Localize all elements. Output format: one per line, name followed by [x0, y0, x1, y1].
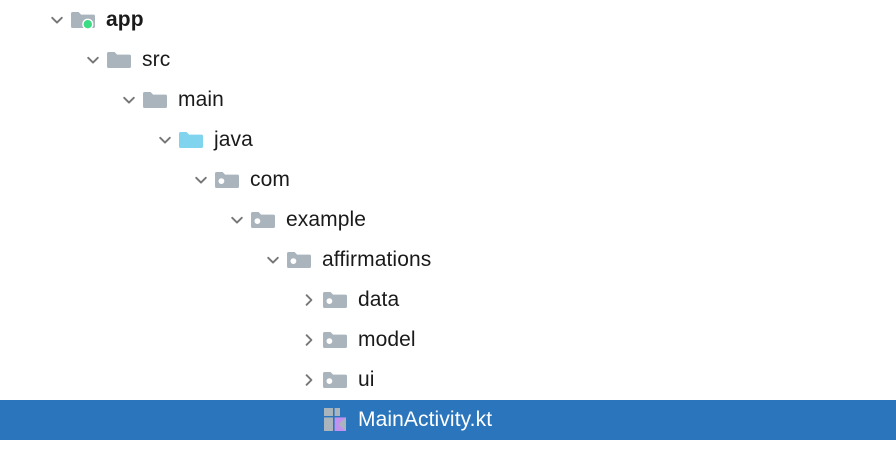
tree-row-label: data — [358, 288, 400, 311]
chevron-down-icon[interactable] — [80, 47, 106, 73]
package-folder-icon — [286, 247, 316, 273]
tree-indent-spacer — [0, 100, 116, 101]
tree-row-label: app — [106, 8, 144, 31]
tree-row-label: model — [358, 328, 416, 351]
tree-row-label: MainActivity.kt — [358, 408, 493, 431]
chevron-down-icon[interactable] — [260, 247, 286, 273]
tree-expander-placeholder — [296, 407, 322, 433]
tree-row-label: com — [250, 168, 290, 191]
chevron-down-icon[interactable] — [152, 127, 178, 153]
package-folder-icon — [322, 367, 352, 393]
package-folder-icon — [322, 327, 352, 353]
tree-row[interactable]: MainActivity.kt — [0, 400, 896, 440]
tree-indent-spacer — [0, 340, 296, 341]
tree-row[interactable]: src — [0, 40, 896, 80]
tree-indent-spacer — [0, 140, 152, 141]
tree-row[interactable]: com — [0, 160, 896, 200]
folder-icon — [142, 87, 172, 113]
chevron-down-icon[interactable] — [116, 87, 142, 113]
tree-row-label: main — [178, 88, 224, 111]
package-folder-icon — [214, 167, 244, 193]
package-folder-icon — [322, 287, 352, 313]
package-folder-icon — [250, 207, 280, 233]
tree-indent-spacer — [0, 180, 188, 181]
tree-row[interactable]: data — [0, 280, 896, 320]
chevron-down-icon[interactable] — [44, 7, 70, 33]
tree-indent-spacer — [0, 260, 260, 261]
tree-row[interactable]: ui — [0, 360, 896, 400]
tree-row[interactable]: model — [0, 320, 896, 360]
tree-row-label: ui — [358, 368, 375, 391]
tree-row[interactable]: example — [0, 200, 896, 240]
chevron-right-icon[interactable] — [296, 367, 322, 393]
kotlin-file-icon — [322, 407, 352, 433]
folder-icon — [106, 47, 136, 73]
tree-row[interactable]: app — [0, 0, 896, 40]
tree-indent-spacer — [0, 220, 224, 221]
tree-indent-spacer — [0, 60, 80, 61]
source-folder-icon — [178, 127, 208, 153]
tree-row-label: example — [286, 208, 367, 231]
tree-row[interactable]: java — [0, 120, 896, 160]
tree-indent-spacer — [0, 420, 296, 421]
tree-row-label: src — [142, 48, 171, 71]
tree-indent-spacer — [0, 380, 296, 381]
tree-row[interactable]: affirmations — [0, 240, 896, 280]
tree-indent-spacer — [0, 20, 44, 21]
chevron-down-icon[interactable] — [224, 207, 250, 233]
tree-row[interactable]: main — [0, 80, 896, 120]
tree-indent-spacer — [0, 300, 296, 301]
chevron-right-icon[interactable] — [296, 327, 322, 353]
chevron-right-icon[interactable] — [296, 287, 322, 313]
chevron-down-icon[interactable] — [188, 167, 214, 193]
tree-row-label: affirmations — [322, 248, 432, 271]
module-folder-icon — [70, 7, 100, 33]
tree-row-label: java — [214, 128, 253, 151]
